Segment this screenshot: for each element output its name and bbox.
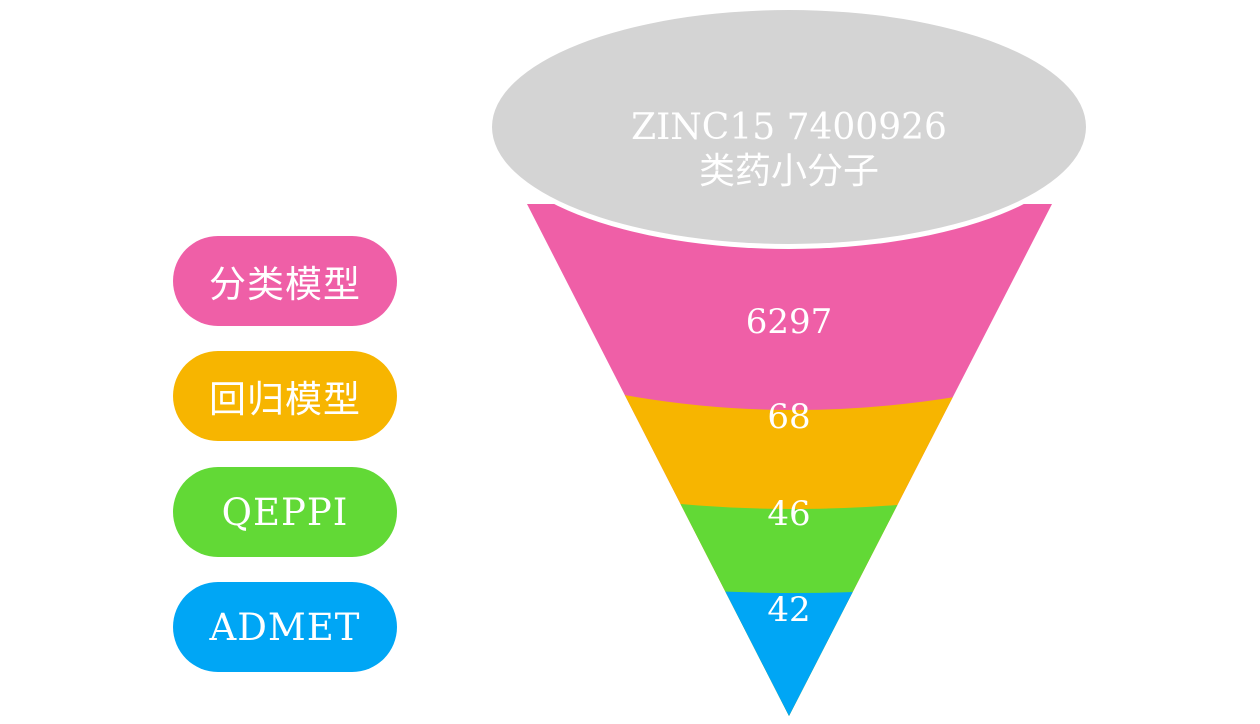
stage-count-classification: 6297 <box>746 302 833 342</box>
stage-count-qeppi: 46 <box>767 494 810 534</box>
stage-label-qeppi: QEPPI <box>173 467 397 557</box>
source-title: ZINC15 7400926 <box>631 107 947 148</box>
stage-label-text: ADMET <box>209 605 361 649</box>
stage-label-text: 分类模型 <box>209 263 361 306</box>
stage-label-admet: ADMET <box>173 582 397 672</box>
stage-count-admet: 42 <box>767 590 810 630</box>
stage-label-text: 回归模型 <box>209 378 361 421</box>
source-ellipse <box>492 10 1086 244</box>
stage-label-regression-model: 回归模型 <box>173 351 397 441</box>
stage-label-classification-model: 分类模型 <box>173 236 397 326</box>
stage-label-text: QEPPI <box>221 490 349 534</box>
stage-count-regression: 68 <box>767 397 810 437</box>
source-subtitle: 类药小分子 <box>699 151 879 192</box>
